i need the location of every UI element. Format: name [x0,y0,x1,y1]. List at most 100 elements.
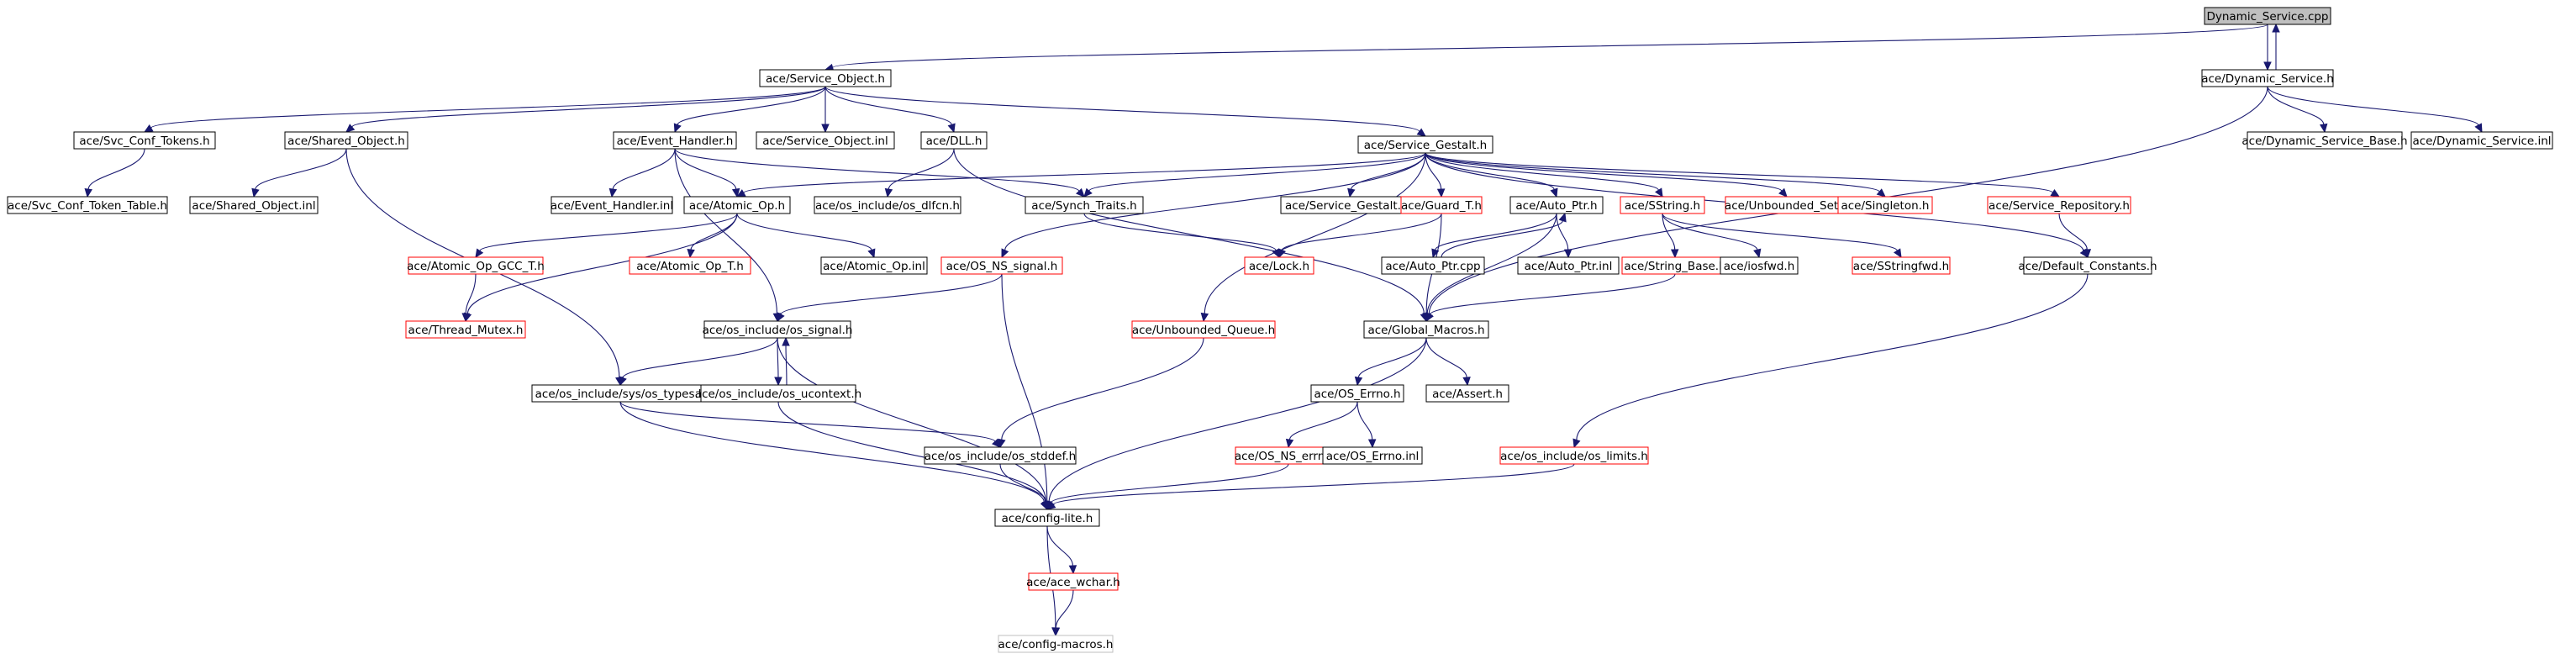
graph-node-uqueue[interactable]: ace/Unbounded_Queue.h [1131,320,1276,339]
graph-node-dsb[interactable]: ace/Dynamic_Service_Base.h [2241,131,2408,150]
node-label: ace/Event_Handler.inl [550,199,673,213]
edge-sct-to-sctt [84,148,145,198]
edge-stddef-to-cfglite [999,463,1051,511]
graph-node-srep[interactable]: ace/Service_Repository.h [1987,196,2131,214]
edge-so-to-sct [143,86,826,133]
node-box [629,256,751,275]
graph-node-sstring[interactable]: ace/SString.h [1620,196,1705,214]
edge-gmac-to-oserrno [1354,337,1427,387]
node-label: ace/Dynamic_Service_Base.h [2241,134,2407,148]
edge-cfglite-to-wchar [1046,525,1077,575]
node-box [1720,256,1799,275]
graph-node-systypes[interactable]: ace/os_include/sys/os_types.h [531,384,709,403]
edge-aop-to-aopinl [736,213,876,259]
node-box [613,131,737,150]
graph-node-lock[interactable]: ace/Lock.h [1244,256,1314,275]
edge-so-to-shob [345,86,826,133]
node-label: ace/Auto_Ptr.inl [1525,260,1613,273]
node-box [550,196,673,214]
graph-node-oserrno[interactable]: ace/OS_Errno.h [1310,384,1404,403]
graph-node-root[interactable]: Dynamic_Service.cpp [2204,7,2331,25]
edge-autoptrcpp-to-autoptr [1441,212,1567,258]
node-label: ace/OS_NS_errno.h [1235,450,1342,463]
graph-node-sginl[interactable]: ace/Service_Gestalt.inl [1280,196,1420,214]
edge-so-to-soinl [821,86,830,134]
edge-dynh-to-root [2272,23,2280,70]
edge-strbase-to-gmac [1425,273,1676,323]
graph-node-dynh[interactable]: ace/Dynamic_Service.h [2201,69,2334,87]
graph-node-soinl[interactable]: ace/Service_Object.inl [756,131,895,150]
node-box [1363,320,1489,339]
graph-node-so[interactable]: ace/Service_Object.h [759,69,892,87]
node-box [1381,256,1485,275]
node-label: ace/Assert.h [1432,387,1503,401]
edge-eh-to-ossignal [674,148,782,323]
graph-node-dll[interactable]: ace/DLL.h [920,131,988,150]
graph-node-defc[interactable]: ace/Default_Constants.h [2018,256,2157,275]
node-label: ace/ace_wchar.h [1026,576,1120,589]
graph-node-osnserrno[interactable]: ace/OS_NS_errno.h [1235,446,1342,465]
graph-node-iosfwd[interactable]: ace/iosfwd.h [1720,256,1799,275]
graph-node-sct[interactable]: ace/Svc_Conf_Tokens.h [73,131,216,150]
node-box [814,196,961,214]
edge-gmac-to-assert [1425,337,1471,387]
nodes-layer: Dynamic_Service.cpp ace/Dynamic_Service.h… [7,7,2553,653]
graph-node-assert[interactable]: ace/Assert.h [1425,384,1509,403]
node-box [820,256,928,275]
node-box [2023,256,2152,275]
graph-node-cfglite[interactable]: ace/config-lite.h [994,509,1100,527]
node-box [940,256,1063,275]
edge-defc-to-limits [1572,273,2089,449]
node-label: ace/DLL.h [926,134,982,148]
graph-node-eh[interactable]: ace/Event_Handler.h [613,131,737,150]
graph-node-shob[interactable]: ace/Shared_Object.h [284,131,408,150]
graph-node-wchar[interactable]: ace/ace_wchar.h [1026,572,1120,591]
edge-eh-to-ehinl [608,148,676,198]
edge-sg-to-synch [1083,152,1426,198]
edge-osnssig-to-ossignal [777,273,1003,323]
graph-node-aop[interactable]: ace/Atomic_Op.h [683,196,791,214]
node-label: ace/os_include/os_ucontext.h [695,387,861,401]
graph-node-sstrfwd[interactable]: ace/SStringfwd.h [1852,256,1951,275]
graph-node-ehinl[interactable]: ace/Event_Handler.inl [550,196,673,214]
edge-ossignal-to-systypes [619,337,778,387]
graph-node-sg[interactable]: ace/Service_Gestalt.h [1357,135,1493,154]
graph-node-limits[interactable]: ace/os_include/os_limits.h [1499,446,1649,465]
edge-sg-to-osnssig [1001,152,1426,259]
graph-node-autoptr[interactable]: ace/Auto_Ptr.h [1509,196,1604,214]
graph-node-guard[interactable]: ace/Guard_T.h [1400,196,1483,214]
graph-node-shoinl[interactable]: ace/Shared_Object.inl [189,196,319,214]
graph-node-dsinl[interactable]: ace/Dynamic_Service.inl [2410,131,2553,150]
graph-node-stddef[interactable]: ace/os_include/os_stddef.h [924,446,1077,465]
graph-node-sctt[interactable]: ace/Svc_Conf_Token_Table.h [7,196,168,214]
graph-node-cfgmac[interactable]: ace/config-macros.h [998,635,1114,653]
graph-node-autoptrcpp[interactable]: ace/Auto_Ptr.cpp [1381,256,1485,275]
graph-node-autoptrinl[interactable]: ace/Auto_Ptr.inl [1517,256,1620,275]
graph-node-useth[interactable]: ace/Unbounded_Set.h [1725,196,1849,214]
node-box [1620,196,1705,214]
node-label: ace/Shared_Object.h [287,134,405,148]
graph-node-strbase[interactable]: ace/String_Base.h [1621,256,1729,275]
edge-aop-to-aopgcc [475,213,738,259]
node-label: ace/Unbounded_Set.h [1725,199,1849,213]
graph-node-aopgcc[interactable]: ace/Atomic_Op_GCC_T.h [407,256,545,275]
node-box [2204,7,2331,25]
graph-node-aopinl[interactable]: ace/Atomic_Op.inl [820,256,928,275]
edge-wchar-to-cfgmac [1051,589,1074,637]
node-box [1025,196,1144,214]
graph-node-aopt[interactable]: ace/Atomic_Op_T.h [629,256,751,275]
graph-node-synch[interactable]: ace/Synch_Traits.h [1025,196,1144,214]
graph-node-dlfcn[interactable]: ace/os_include/os_dlfcn.h [814,196,961,214]
node-label: ace/Default_Constants.h [2018,260,2157,273]
node-box [1244,256,1314,275]
graph-node-oserrnoinl[interactable]: ace/OS_Errno.inl [1322,446,1423,465]
edge-sg-to-useth [1425,152,1788,198]
graph-node-gmac[interactable]: ace/Global_Macros.h [1363,320,1489,339]
edge-sstring-to-iosfwd [1662,213,1762,259]
node-label: ace/Global_Macros.h [1367,324,1484,337]
graph-node-singleton[interactable]: ace/Singleton.h [1837,196,1933,214]
graph-node-ucontext[interactable]: ace/os_include/os_ucontext.h [695,384,861,403]
graph-node-tmutex[interactable]: ace/Thread_Mutex.h [405,320,526,339]
graph-node-ossignal[interactable]: ace/os_include/os_signal.h [703,320,853,339]
graph-node-osnssig[interactable]: ace/OS_NS_signal.h [940,256,1063,275]
